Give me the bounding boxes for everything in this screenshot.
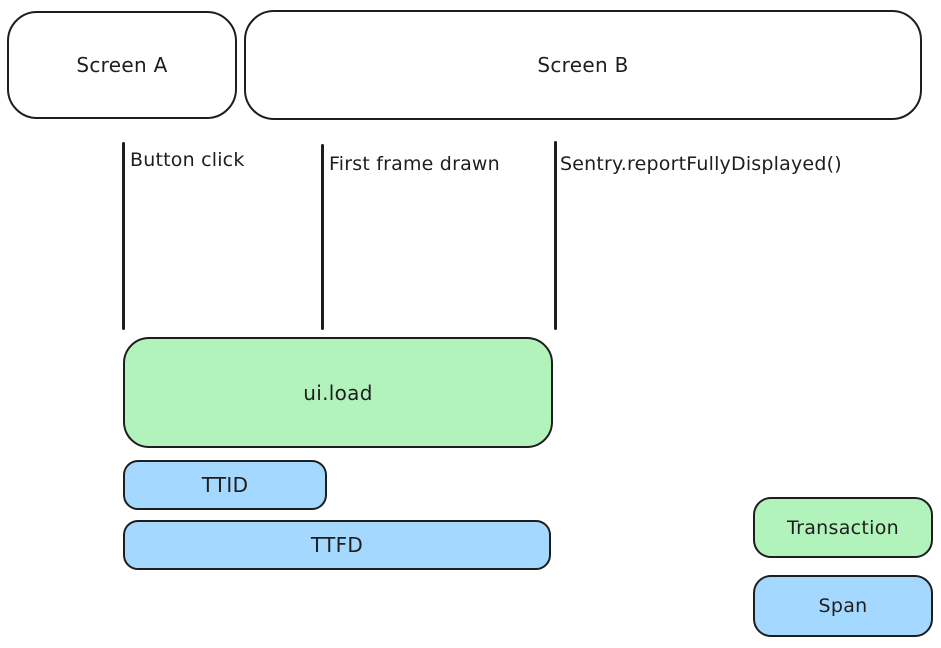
screen-a-box: Screen A: [7, 11, 237, 119]
button-click-label: Button click: [130, 149, 245, 171]
legend-span-box: Span: [753, 575, 933, 637]
first-frame-drawn-marker-line: [321, 144, 324, 330]
ttid-label: TTID: [201, 473, 249, 497]
button-click-marker-line: [122, 142, 125, 330]
report-fully-displayed-label: Sentry.reportFullyDisplayed(): [560, 153, 842, 175]
screen-b-label: Screen B: [537, 53, 629, 77]
legend-transaction-box: Transaction: [753, 497, 933, 558]
legend-transaction-label: Transaction: [787, 516, 899, 539]
ui-load-transaction-bar: ui.load: [123, 337, 553, 448]
ttid-span-bar: TTID: [123, 460, 327, 510]
screen-a-label: Screen A: [76, 53, 168, 77]
ttfd-span-bar: TTFD: [123, 520, 551, 570]
screen-b-box: Screen B: [244, 10, 922, 120]
ui-load-label: ui.load: [303, 380, 373, 405]
report-fully-displayed-marker-line: [554, 141, 557, 330]
legend-span-label: Span: [818, 595, 868, 617]
first-frame-drawn-label: First frame drawn: [329, 153, 500, 175]
ttfd-label: TTFD: [310, 533, 364, 557]
